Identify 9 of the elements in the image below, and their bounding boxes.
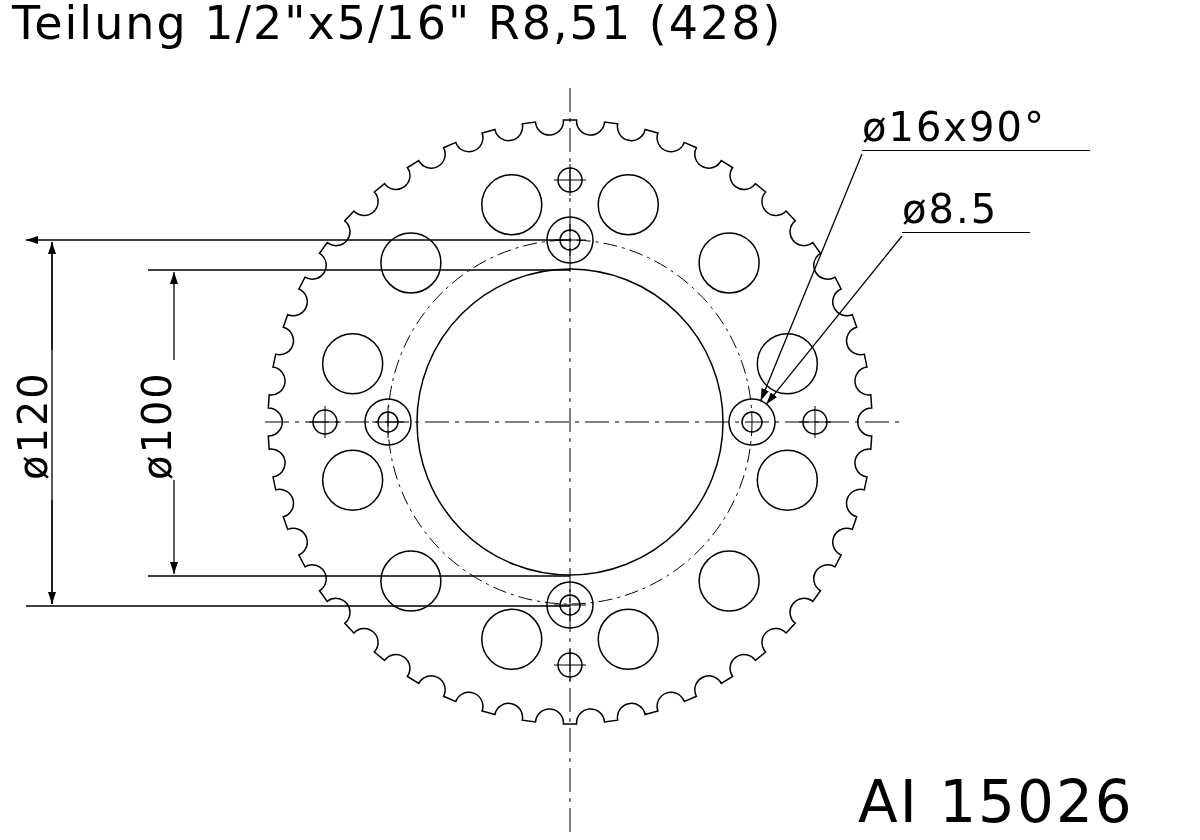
dimension-label: ø16x90° <box>862 104 1090 151</box>
dimension-label: ø8.5 <box>902 186 1030 233</box>
leader-line <box>760 153 863 402</box>
title: Teilung 1/2"x5/16" R8,51 (428) <box>12 0 783 50</box>
leader-line <box>765 235 903 405</box>
bolt-hole <box>728 398 776 446</box>
dimension-label: ø120 <box>10 371 56 480</box>
part-number: AI 15026 <box>858 768 1134 836</box>
dimension-label: ø100 <box>134 371 180 480</box>
